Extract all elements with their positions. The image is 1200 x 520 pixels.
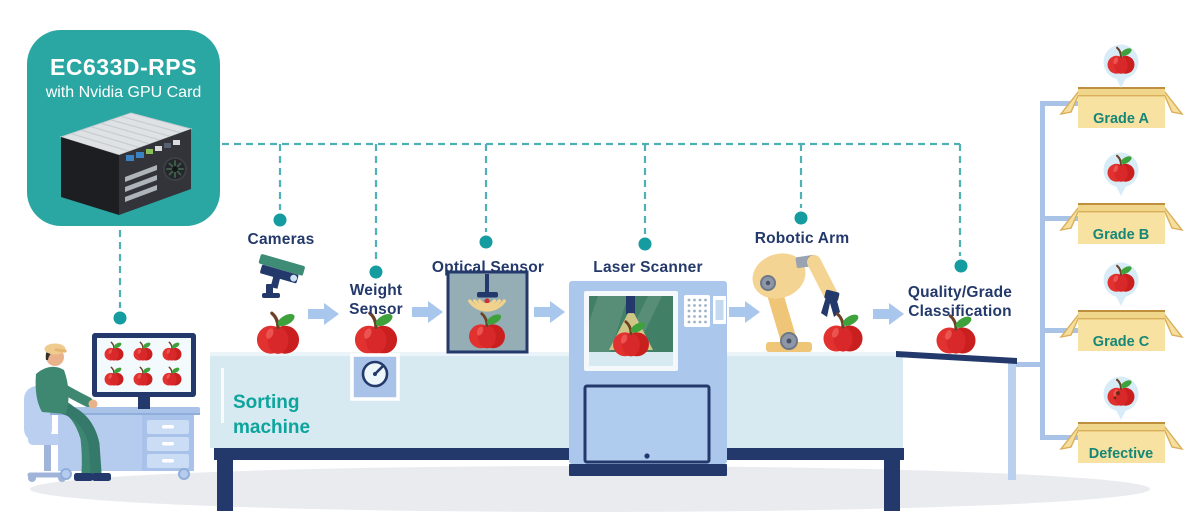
monitor — [92, 333, 196, 409]
apple-icon — [821, 310, 865, 354]
grade-bins — [1060, 44, 1183, 464]
grade-c-label: Grade C — [1092, 334, 1150, 350]
sorting-machine-label: Sorting machine — [233, 392, 311, 438]
cctv-camera-icon — [258, 254, 305, 298]
ground-shadow — [30, 466, 1150, 512]
optical-sensor-icon — [446, 270, 529, 354]
robotic-arm-icon — [752, 253, 865, 354]
grading-table — [896, 351, 1017, 480]
grade-a-label: Grade A — [1093, 111, 1149, 127]
station-label-cameras: Cameras — [247, 231, 315, 248]
grade-b-label: Grade B — [1092, 227, 1150, 243]
station-label-optical-sensor: Optical Sensor — [431, 259, 545, 276]
apple-icon — [255, 309, 301, 356]
keypad-panel — [684, 295, 726, 327]
device-card: EC633D-RPS with Nvidia GPU Card — [27, 30, 220, 226]
station-label-laser-scanner: Laser Scanner — [593, 259, 703, 276]
grade-connector-tree — [1014, 101, 1080, 440]
station-label-quality-grade: Quality/Grade Classification — [907, 284, 1013, 320]
device-card-title: EC633D-RPS — [50, 54, 197, 80]
operator-desk — [50, 407, 200, 480]
sorting-machine-table — [210, 352, 904, 511]
operator-person — [35, 343, 111, 481]
operator-scene — [24, 333, 200, 482]
industrial-computer-image — [58, 112, 193, 215]
dashed-connector-lines — [118, 142, 962, 308]
connector-dots — [113, 211, 968, 325]
device-card-subtitle: with Nvidia GPU Card — [45, 84, 202, 101]
defective-label: Defective — [1088, 446, 1154, 462]
station-label-weight-sensor: Weight Sensor — [349, 282, 403, 318]
station-label-robotic-arm: Robotic Arm — [754, 230, 850, 247]
laser-scanner-machine — [569, 281, 727, 476]
weight-gauge-icon — [350, 353, 400, 401]
io-ports — [125, 140, 180, 161]
